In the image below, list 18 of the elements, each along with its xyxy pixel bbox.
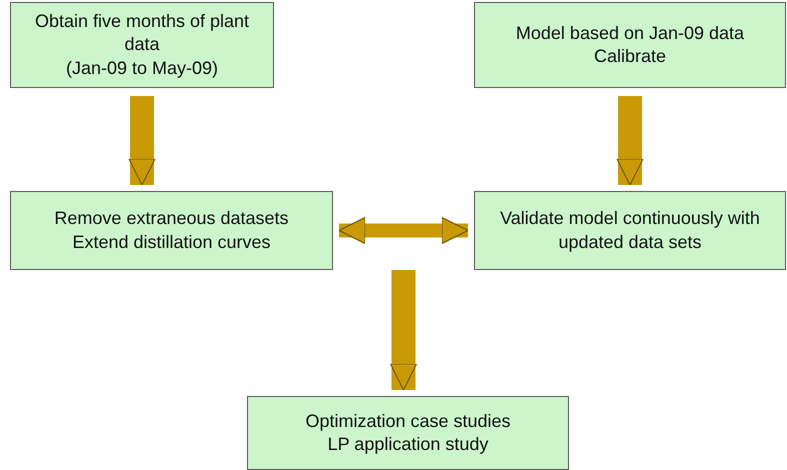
block-arrow [338, 216, 469, 244]
block-arrow [616, 96, 644, 186]
box-text: Obtain five months of plant data [34, 10, 250, 56]
box-text: Calibrate [594, 45, 666, 68]
box-text: Validate model continuously with updated data sets [499, 207, 761, 254]
box-text: (Jan-09 to May-09) [66, 56, 218, 80]
box-text: LP application study [328, 433, 488, 456]
block-arrow [128, 96, 156, 186]
process-box [474, 191, 786, 270]
process-box [10, 2, 274, 88]
process-box [10, 191, 333, 270]
process-box [247, 396, 569, 470]
box-text: Extend distillation curves [72, 230, 271, 254]
box-text: Remove extraneous datasets [54, 207, 289, 230]
block-arrow [390, 270, 418, 391]
box-text: Model based on Jan-09 data [516, 22, 744, 45]
box-text: Optimization case studies [305, 410, 511, 433]
process-box [474, 2, 786, 88]
